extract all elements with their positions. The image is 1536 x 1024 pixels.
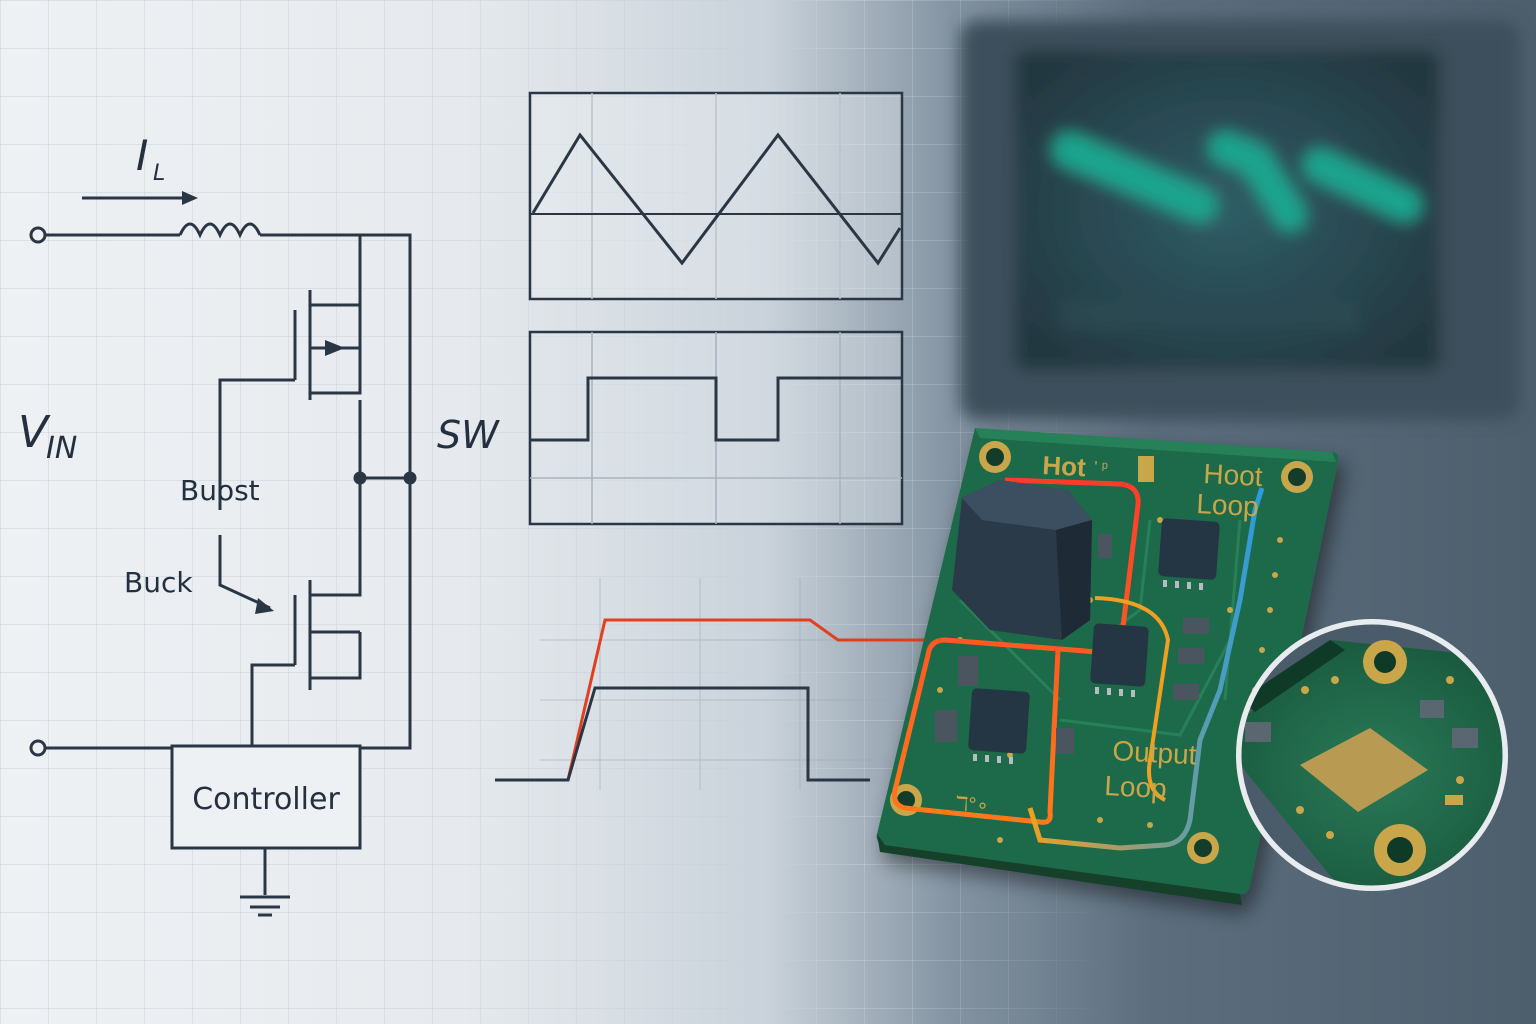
- hoot-loop-label-line1: Hoot: [1203, 458, 1264, 492]
- buck-boost-schematic: [29, 191, 417, 917]
- output-loop-label-line1: Output: [1112, 735, 1198, 770]
- hoot-loop-label-line2: Loop: [1196, 488, 1260, 522]
- pcb-details: [890, 441, 1313, 864]
- vin-terminal-bottom: [29, 739, 47, 757]
- background-oscilloscope: [960, 20, 1520, 420]
- zoom-inset: [1236, 619, 1508, 891]
- silkscreen-mark: ℸ°∘: [955, 793, 990, 817]
- boost-mosfet: [218, 235, 362, 510]
- passives: [935, 456, 1209, 754]
- ics: [968, 518, 1220, 754]
- vin-terminal-top: [29, 226, 47, 244]
- sw-node-waveform: [530, 376, 902, 442]
- inductor-current-waveform: [531, 132, 902, 266]
- current-arrowhead: [182, 191, 198, 205]
- inductor-current-subscript: L: [153, 161, 165, 186]
- buck-arrow: [218, 535, 271, 610]
- step-waveform: [495, 686, 870, 782]
- buck-mosfet: [250, 478, 362, 748]
- buck-arrowhead: [255, 598, 274, 614]
- hot-label: Hot: [1042, 450, 1087, 482]
- hot-loop-trace: [892, 477, 1141, 825]
- inductor: [178, 222, 262, 239]
- vin-label: V: [18, 407, 51, 458]
- square-waveform-panel: [528, 330, 904, 526]
- buck-label: Buck: [124, 566, 193, 599]
- sw-node-wire: [260, 233, 412, 750]
- boost-label: Buost: [180, 474, 260, 507]
- triangle-waveform-panel: [528, 91, 904, 301]
- step-response-panel: [495, 578, 930, 790]
- hot-label-suffix: ' ᵖ: [1094, 459, 1108, 477]
- output-loop-trace-inner: [1094, 596, 1171, 802]
- output-loop-label-line2: Loop: [1104, 770, 1168, 804]
- output-loop-trace: [1027, 487, 1265, 851]
- power-inductor: [952, 480, 1092, 640]
- controller-label: Controller: [192, 782, 340, 817]
- vin-subscript: IN: [46, 431, 77, 466]
- exposed-pad-array: [1300, 728, 1428, 812]
- ground-icon: [240, 895, 290, 917]
- inductor-current-label: I: [136, 131, 148, 180]
- sw-label: SW: [437, 413, 500, 457]
